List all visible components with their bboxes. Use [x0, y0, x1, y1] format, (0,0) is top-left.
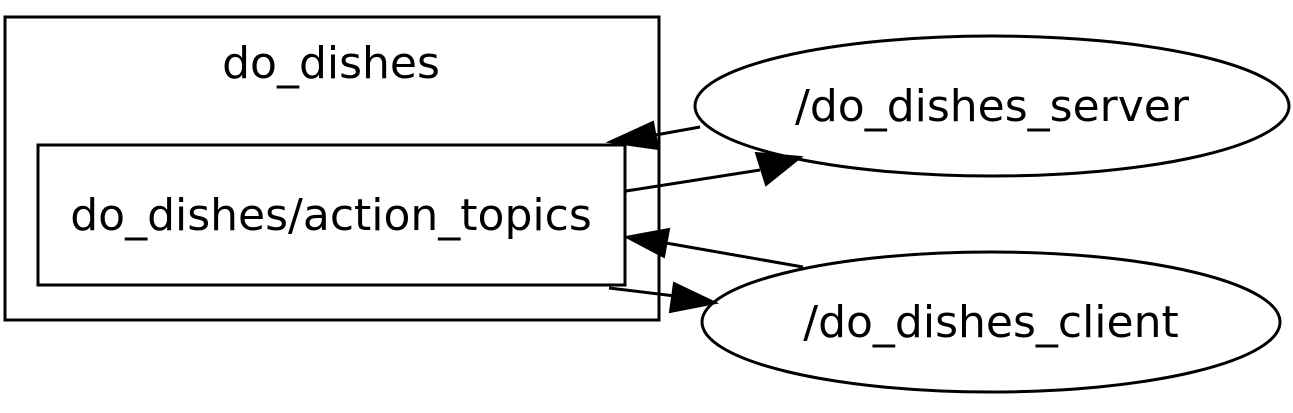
node-do-dishes-server[interactable]: /do_dishes_server: [693, 34, 1291, 178]
edge-line: [608, 286, 676, 298]
client-label: /do_dishes_client: [803, 297, 1178, 348]
cluster-box: [3, 15, 661, 322]
edge-client-to-action-topics: [622, 227, 804, 269]
server-label: /do_dishes_server: [795, 81, 1190, 132]
arrow-head-icon: [605, 120, 660, 151]
client-ellipse: [700, 250, 1282, 394]
cluster-label: do_dishes: [222, 38, 440, 89]
edge-action-topics-to-client: [608, 281, 720, 314]
edge-line: [625, 168, 761, 193]
cluster-do-dishes[interactable]: do_dishes: [3, 15, 661, 322]
server-ellipse: [693, 34, 1291, 178]
action-topics-label: do_dishes/action_topics: [70, 190, 592, 241]
edge-line: [665, 241, 804, 269]
arrow-head-icon: [668, 281, 720, 314]
arrow-head-icon: [754, 151, 804, 187]
action-topics-box: [36, 143, 627, 287]
edge-line: [649, 125, 701, 138]
arrow-head-icon: [622, 227, 671, 259]
edge-action-topics-to-server: [625, 151, 804, 193]
node-do-dishes-client[interactable]: /do_dishes_client: [700, 250, 1282, 394]
node-action-topics[interactable]: do_dishes/action_topics: [36, 143, 627, 287]
edge-server-to-action-topics: [605, 120, 701, 151]
